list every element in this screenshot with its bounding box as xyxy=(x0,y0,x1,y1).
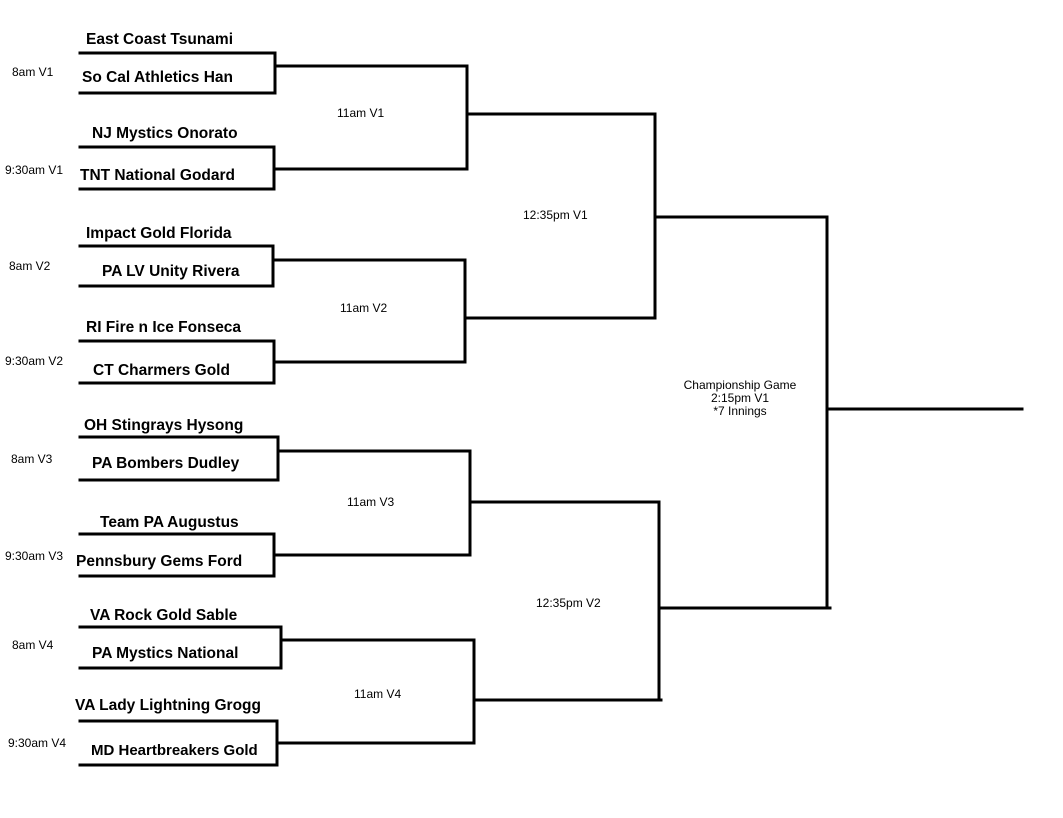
round1-slot-label: 8am V3 xyxy=(11,452,53,466)
championship-info: Championship Game 2:15pm V1 *7 Innings xyxy=(670,379,810,418)
semifinal-label: 12:35pm V2 xyxy=(536,596,601,610)
bracket-line-qf-2 xyxy=(463,258,657,364)
championship-title: Championship Game xyxy=(683,378,797,392)
bracket-line-r1-8 xyxy=(78,719,476,767)
team-name: Pennsbury Gems Ford xyxy=(76,553,243,570)
quarterfinal-label: 11am V2 xyxy=(340,301,388,315)
team-name: PA LV Unity Rivera xyxy=(102,263,240,280)
bracket-line-r1-2 xyxy=(78,145,469,191)
round1-slot-label: 8am V1 xyxy=(12,65,54,79)
team-name: Team PA Augustus xyxy=(100,514,239,531)
bracket-line-r1-5 xyxy=(78,435,472,482)
bracket-line-sf-2 xyxy=(657,500,832,702)
round1-slot-label: 8am V4 xyxy=(12,638,54,652)
team-name: CT Charmers Gold xyxy=(93,362,230,379)
semifinal-label: 12:35pm V1 xyxy=(523,208,588,222)
team-name: VA Rock Gold Sable xyxy=(90,607,238,624)
bracket-line-r1-6 xyxy=(78,532,472,578)
bracket-line-final xyxy=(825,215,1024,610)
team-name: PA Mystics National xyxy=(92,645,239,662)
bracket-line-qf-3 xyxy=(468,449,661,557)
quarterfinal-label: 11am V4 xyxy=(354,687,402,701)
round1-slot-label: 8am V2 xyxy=(9,259,51,273)
bracket-line-r1-7 xyxy=(78,625,476,670)
team-name: MD Heartbreakers Gold xyxy=(91,742,258,759)
team-name: OH Stingrays Hysong xyxy=(84,417,244,434)
bracket-line-r1-3 xyxy=(78,244,467,288)
round1-slot-label: 9:30am V3 xyxy=(5,549,64,563)
bracket-line-r1-1 xyxy=(78,51,469,95)
round1-slot-label: 9:30am V4 xyxy=(8,736,67,750)
championship-time: 2:15pm V1 xyxy=(710,391,770,405)
championship-note: *7 Innings xyxy=(713,404,767,418)
team-name: So Cal Athletics Han xyxy=(82,69,234,86)
team-name: TNT National Godard xyxy=(80,167,235,184)
team-name: VA Lady Lightning Grogg xyxy=(75,697,261,714)
team-name: NJ Mystics Onorato xyxy=(92,125,238,142)
round1-slot-label: 9:30am V1 xyxy=(5,163,64,177)
bracket-line-sf-1 xyxy=(653,112,829,320)
quarterfinal-label: 11am V3 xyxy=(347,495,395,509)
bracket-line-qf-1 xyxy=(465,64,657,171)
team-name: East Coast Tsunami xyxy=(86,31,234,48)
team-name: Impact Gold Florida xyxy=(86,225,232,242)
bracket-line-qf-4 xyxy=(472,638,663,745)
round1-slot-label: 9:30am V2 xyxy=(5,354,64,368)
team-name: PA Bombers Dudley xyxy=(92,455,240,472)
quarterfinal-label: 11am V1 xyxy=(337,106,385,120)
bracket-line-r1-4 xyxy=(78,339,467,385)
team-name: RI Fire n Ice Fonseca xyxy=(86,319,242,336)
